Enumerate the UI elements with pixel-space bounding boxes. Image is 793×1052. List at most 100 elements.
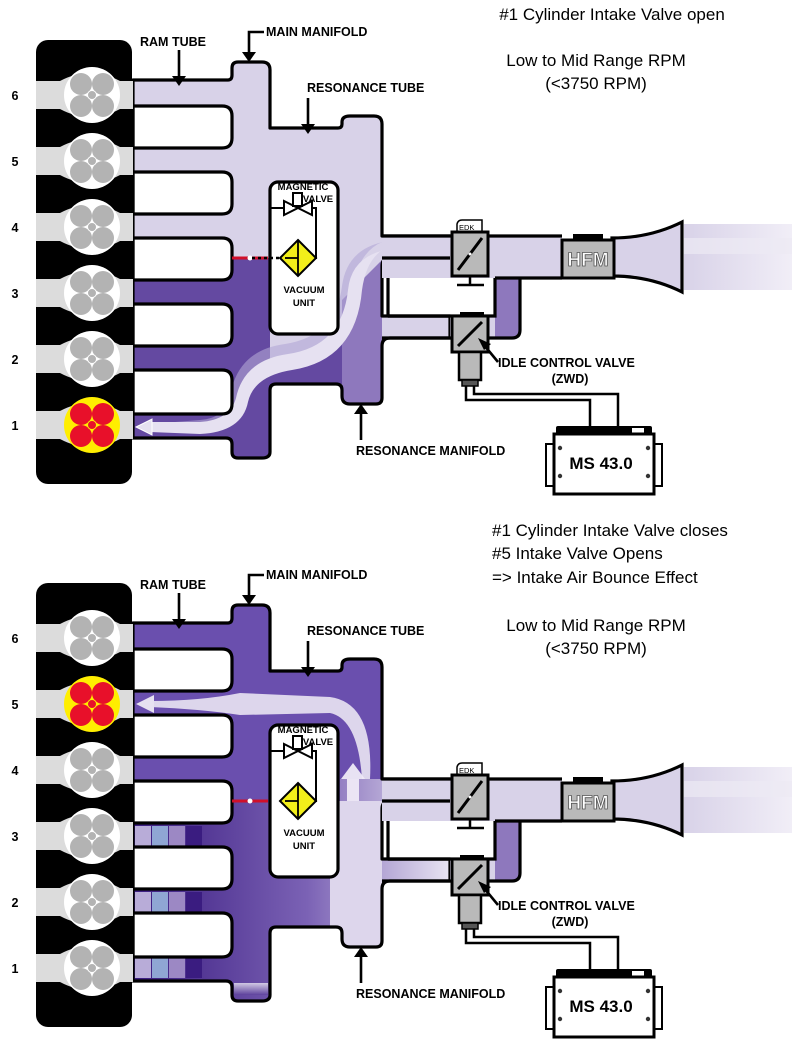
- manifold-gradient-strip: [234, 983, 268, 995]
- cylinder-3: [36, 265, 133, 321]
- idle-control-valve-zwd: [450, 312, 490, 387]
- ecu-ms43: MS 43.0: [545, 426, 663, 496]
- caption-line-3: => Intake Air Bounce Effect: [492, 568, 698, 587]
- air-intake-horn: [610, 762, 684, 838]
- ecu-screw: [557, 473, 563, 479]
- cylinder-number-1: 1: [12, 962, 19, 976]
- ecu-bracket-right: [654, 986, 663, 1030]
- runner-gap: [131, 368, 234, 416]
- valve-circle: [70, 403, 92, 425]
- flap-pivot: [247, 255, 253, 261]
- ecu-housing: [552, 975, 656, 1039]
- throttle-body-edk: EDK: [450, 762, 490, 830]
- main-manifold-pointer-shaft: [247, 30, 264, 54]
- valve-circle: [70, 227, 92, 249]
- bypass-channel-fill: [495, 278, 520, 338]
- cylinder-5: [36, 133, 133, 189]
- pressure-pulse-block: [186, 892, 202, 912]
- ecu-label-patch: [632, 428, 644, 435]
- valve-circle: [70, 139, 92, 161]
- unit-label: UNIT: [293, 841, 315, 852]
- caption-line-2: #5 Intake Valve Opens: [492, 544, 663, 563]
- main-manifold-pointer-shaft: [247, 573, 264, 597]
- valve-circle: [70, 271, 92, 293]
- valve-center: [87, 222, 97, 232]
- hfm-housing: [560, 238, 616, 280]
- panel-intake-air-bounce: MAGNETICVALVEVACUUMUNIT654321EDKHFMIDLE …: [12, 521, 792, 1039]
- airflow-arrow-cylinder-1: [134, 418, 153, 436]
- ecu-bracket-left: [545, 443, 554, 487]
- rpm-caption-line-2: (<3750 RPM): [545, 639, 647, 658]
- edk-label: EDK: [459, 766, 474, 775]
- cylinder-number-5: 5: [12, 698, 19, 712]
- ecu-wire-2: [472, 929, 620, 969]
- resonance-manifold-shade: [330, 801, 382, 947]
- runner-gap: [131, 302, 234, 348]
- resonance-tube-pointer-head: [301, 124, 315, 134]
- idle-control-valve-zwd: [450, 855, 490, 930]
- ecu-wire-gap: [480, 929, 618, 933]
- ecu-bracket-left: [545, 986, 554, 1030]
- valve-center: [87, 354, 97, 364]
- pressure-pulse-block: [186, 826, 202, 846]
- valve-center: [87, 831, 97, 841]
- bypass-outer-wall: [382, 278, 522, 340]
- ecu-screw: [645, 445, 651, 451]
- air-intake-horn: [610, 219, 684, 295]
- resonance-tube-pointer-head: [301, 667, 315, 677]
- zwd-label: (ZWD): [552, 915, 589, 929]
- valve-circle: [92, 293, 114, 315]
- zwd-label: (ZWD): [552, 372, 589, 386]
- pressure-pulse-block: [135, 958, 151, 978]
- valve-circle: [92, 616, 114, 638]
- pressure-pulse-block: [135, 892, 151, 912]
- valve-circle: [92, 748, 114, 770]
- cylinder-number-1: 1: [12, 419, 19, 433]
- airflow-path: [150, 693, 371, 779]
- valve-circle: [92, 337, 114, 359]
- valve-circle: [70, 95, 92, 117]
- valve-solenoid: [292, 192, 303, 207]
- cylinder-number-3: 3: [12, 830, 19, 844]
- pressure-pulse-block: [169, 892, 185, 912]
- valve-label: VALVE: [303, 737, 333, 748]
- ecu-wire-gap: [480, 386, 618, 390]
- hfm-cap: [573, 777, 603, 783]
- valve-circle: [92, 704, 114, 726]
- ram-tube-pointer-head: [172, 619, 186, 629]
- zwd-connector: [461, 922, 479, 930]
- incoming-air-stream: [684, 767, 792, 833]
- runner-gap: [131, 713, 234, 759]
- airflow-arrow-cylinder-5: [136, 695, 154, 713]
- cylinder-2: [36, 331, 133, 387]
- valve-circle: [92, 946, 114, 968]
- valve-center: [87, 699, 97, 709]
- zwd-pointer-head: [478, 338, 491, 350]
- resonance-manifold-label: RESONANCE MANIFOLD: [356, 987, 505, 1001]
- valve-circle: [70, 638, 92, 660]
- cylinder-number-6: 6: [12, 632, 19, 646]
- bypass-channel-fill: [495, 821, 520, 881]
- valve-circle: [92, 880, 114, 902]
- caption-line-1: #1 Cylinder Intake Valve open: [499, 5, 725, 24]
- edk-tab: [456, 219, 483, 232]
- throttle-body-edk: EDK: [450, 219, 490, 287]
- zwd-flap: [456, 320, 484, 348]
- hfm-label: HFM: [567, 250, 608, 271]
- ecu-wire-2: [472, 386, 620, 426]
- magnetic-label: MAGNETIC: [278, 725, 329, 736]
- runner-gap: [131, 779, 234, 825]
- ecu-wire-1: [464, 386, 592, 426]
- runner-gap: [131, 647, 234, 693]
- runner-gap: [131, 236, 234, 282]
- cylinder-number-4: 4: [12, 221, 19, 235]
- edk-tab: [456, 762, 483, 775]
- valve-center: [87, 288, 97, 298]
- ram-tube-pointer-head: [172, 76, 186, 86]
- edk-flap-pivot: [468, 795, 472, 799]
- runner-gap: [131, 911, 234, 959]
- valve-circle: [92, 814, 114, 836]
- incoming-air-stream: [684, 224, 792, 290]
- valve-circle: [70, 337, 92, 359]
- idle-control-valve-label: IDLE CONTROL VALVE: [498, 899, 635, 913]
